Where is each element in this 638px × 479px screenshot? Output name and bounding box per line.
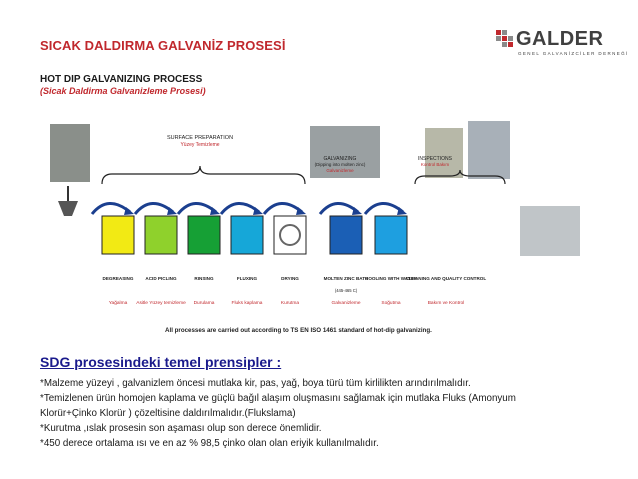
- body-line: *Malzeme yüzeyi , galvanizlem öncesi mut…: [40, 378, 471, 389]
- step-label-tr: Galvanizleme: [331, 300, 360, 306]
- tank: [273, 215, 307, 255]
- figure-subtitle: (Sicak Daldirma Galvanizleme Prosesi): [40, 86, 206, 96]
- step-label-en: COOLING WITH WATER: [365, 276, 418, 281]
- figure-footnote: All processes are carried out according …: [165, 327, 432, 334]
- photo-raw-steel: [50, 124, 90, 182]
- step-label-en2: (445-465 C): [335, 288, 358, 293]
- body-line: *450 derece ortalama ısı ve en az % 98,5…: [40, 438, 379, 449]
- body-line: *Temizlenen ürün homojen kaplama ve güçl…: [40, 393, 516, 404]
- flow-arrow: [363, 202, 404, 215]
- section-body: *Malzeme yüzeyi , galvanizlem öncesi mut…: [40, 376, 610, 451]
- logo-subtitle: GENEL GALVANİZCİLER DERNEĞİ: [518, 51, 629, 56]
- step-label-en: CLEANING AND QUALITY CONTROL: [406, 276, 487, 281]
- slide-title: SICAK DALDIRMA GALVANİZ PROSESİ: [40, 38, 286, 53]
- group-surface-tr: Yüzey Temizleme: [180, 142, 219, 148]
- step-label-tr: Fluks kaplama: [232, 300, 263, 306]
- photo-galvanizing: [310, 126, 380, 178]
- step-label-en: DRYING: [281, 276, 299, 281]
- flow-arrow: [219, 202, 260, 215]
- group-insp-en: INSPECTIONS: [418, 156, 453, 162]
- photo-inspection-1: [425, 128, 463, 178]
- body-line: *Kurutma ,ıslak prosesin son aşaması olu…: [40, 423, 322, 434]
- photo-inspection-2: [468, 121, 510, 179]
- step-label-en: RINSING: [194, 276, 214, 281]
- arrow-head: [124, 207, 134, 215]
- group-galv-en: GALVANIZING: [324, 156, 357, 162]
- group-insp-tr: Kontrol Bakım: [421, 162, 450, 167]
- flow-arrow: [133, 202, 174, 215]
- arrow-head: [210, 207, 220, 215]
- step-label-en: FLUXING: [237, 276, 258, 281]
- tank: [230, 215, 264, 255]
- galder-logo: GALDER GENEL GALVANİZCİLER DERNEĞİ: [496, 27, 627, 61]
- logo-mark-icon: [496, 30, 513, 47]
- step-label-tr: Kurutma: [281, 300, 299, 306]
- section-heading: SDG prosesindeki temel prensipler :: [40, 354, 282, 370]
- figure-title: HOT DIP GALVANIZING PROCESS: [40, 74, 203, 85]
- photo-finished: [520, 206, 580, 256]
- flow-arrow: [176, 202, 217, 215]
- flow-arrow: [262, 202, 303, 215]
- surface-brace: [101, 165, 306, 185]
- hook-icon: [58, 186, 78, 216]
- step-label-tr: Bakım ve Kontrol: [428, 300, 465, 306]
- arrow-head: [167, 207, 177, 215]
- step-label-tr: Asitle Yüzey temizleme: [136, 300, 186, 306]
- arrow-head: [296, 207, 306, 215]
- step-label-tr: Durulama: [194, 300, 215, 306]
- step-label-tr: Yağalma: [109, 300, 128, 306]
- group-galv-tr: Galvanizleme: [326, 168, 354, 173]
- step-label-en: DEGREASING: [103, 276, 134, 281]
- process-diagram: SURFACE PREPARATION Yüzey Temizleme GALV…: [50, 121, 580, 334]
- flow-arrow: [90, 202, 131, 215]
- dryer-cycle-icon: [279, 224, 301, 246]
- inspection-brace: [414, 169, 506, 185]
- arrow-head: [397, 207, 407, 215]
- logo-name: GALDER: [516, 28, 604, 50]
- step-label-tr: Soğutma: [381, 300, 401, 306]
- tank: [101, 215, 135, 255]
- process-tanks: DEGREASING Yağalma ACID PICLING Asitle Yüze…: [90, 202, 487, 306]
- body-line: Klorür+Çinko Klorür ) çözeltisine daldır…: [40, 408, 296, 419]
- tank: [187, 215, 221, 255]
- tank: [144, 215, 178, 255]
- flow-arrow: [318, 202, 359, 215]
- group-surface-en: SURFACE PREPARATION: [167, 135, 233, 141]
- arrow-head: [352, 207, 362, 215]
- tank: [374, 215, 408, 255]
- step-label-en: MOLTEN ZINC BATH: [324, 276, 369, 281]
- group-galv-en2: (Dipping into molten zinc): [315, 162, 366, 167]
- tank: [329, 215, 363, 255]
- arrow-head: [253, 207, 263, 215]
- step-label-en: ACID PICLING: [145, 276, 177, 281]
